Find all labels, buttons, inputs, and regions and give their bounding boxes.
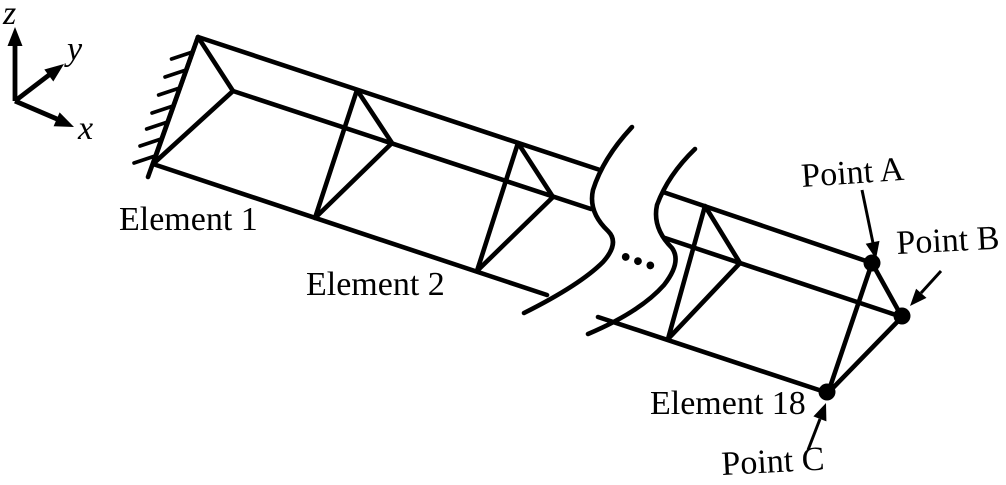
point-c-label: Point C — [720, 441, 825, 483]
leader-arrows — [806, 189, 943, 451]
element-1-label: Element 1 — [119, 201, 258, 238]
point-a-marker — [863, 254, 881, 272]
top-chord-left-segment — [195, 34, 603, 173]
top-chord-right-segment — [660, 189, 875, 266]
x-axis-line — [14, 98, 58, 122]
end-cross-frame — [825, 260, 905, 396]
hatch-mark — [138, 137, 163, 148]
cross-frames — [145, 34, 905, 396]
bottom-chord-right-segment — [595, 314, 831, 396]
diagram-labels: Element 1 Element 2 Element 18 Point A P… — [119, 151, 1000, 483]
y-axis-arrowhead-icon — [44, 64, 64, 82]
point-b-marker — [893, 307, 911, 325]
break-ellipsis: ... — [615, 218, 669, 281]
point-a-arrowhead-icon — [865, 240, 880, 259]
measurement-point-markers — [818, 254, 911, 401]
bottom-chord-left-segment — [150, 161, 550, 298]
fixed-support-hatching — [132, 50, 195, 165]
y-axis-line — [13, 73, 51, 103]
z-axis-arrowhead-icon — [7, 27, 23, 46]
point-a-label: Point A — [800, 151, 906, 195]
hatch-mark — [156, 86, 182, 97]
cross-frame-4 — [665, 203, 743, 342]
break-squiggle-right — [585, 146, 698, 337]
hatch-mark — [163, 68, 188, 79]
point-b-arrowhead-icon — [910, 288, 927, 306]
middle-chord-left-segment — [230, 88, 594, 212]
element-2-label: Element 2 — [306, 266, 445, 303]
cross-frame-1 — [150, 34, 236, 167]
x-axis-label: x — [77, 110, 93, 147]
y-axis-label: y — [64, 31, 83, 68]
point-b-label: Point B — [895, 220, 1000, 262]
cross-frame-2 — [312, 87, 395, 221]
point-a-leader-line — [860, 189, 875, 244]
hatch-mark — [169, 50, 195, 61]
z-axis-label: z — [2, 0, 16, 32]
middle-chord-right-segment — [662, 235, 905, 320]
element-18-label: Element 18 — [650, 385, 806, 422]
point-c-leader-line — [806, 418, 822, 451]
point-b-leader-line — [919, 269, 943, 295]
break-squiggle-left — [521, 124, 635, 316]
point-c-arrowhead-icon — [813, 403, 827, 422]
beam-chords — [150, 34, 905, 396]
break-marks: ... — [521, 124, 698, 337]
hatch-mark — [144, 120, 170, 131]
hatch-mark — [132, 154, 157, 165]
cross-frame-3 — [474, 140, 556, 274]
coordinate-axes: z y x — [2, 0, 93, 147]
hatch-mark — [150, 104, 175, 115]
point-c-marker — [818, 383, 836, 401]
x-axis-arrowhead-icon — [53, 112, 74, 127]
